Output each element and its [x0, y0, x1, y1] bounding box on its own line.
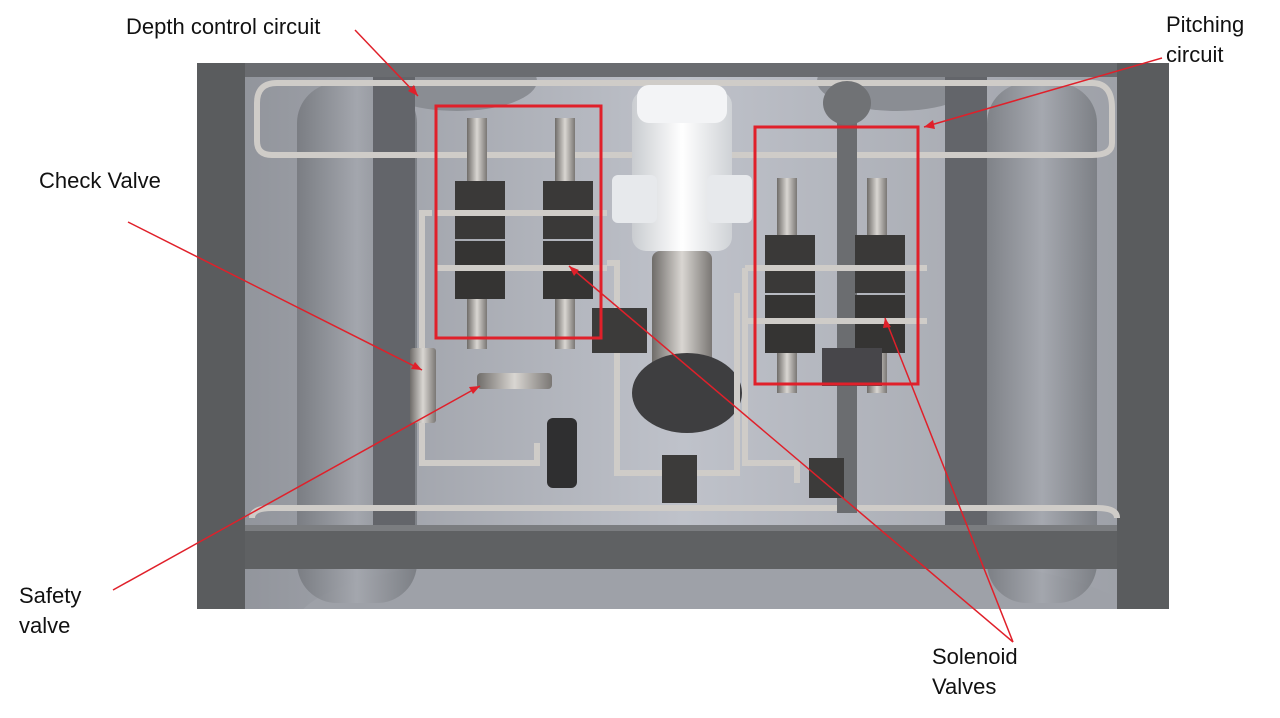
label-solenoid-line2: Valves: [932, 672, 1018, 702]
manifold-block-2: [662, 455, 697, 503]
manifold-block-3: [809, 458, 844, 498]
label-pitching-line2: circuit: [1166, 40, 1244, 70]
filter-cap: [637, 85, 727, 123]
filter-bracket-left: [612, 175, 657, 223]
label-depth-control-circuit: Depth control circuit: [126, 12, 320, 42]
frame-left-inner: [373, 63, 415, 563]
frame-bottom-beam: [245, 525, 1117, 569]
frame-bottom-beam-edge: [245, 525, 1117, 531]
pitching-post: [837, 103, 857, 513]
frame-right-inner: [945, 63, 987, 563]
manifold-block-1: [592, 308, 647, 353]
label-safety-line2: valve: [19, 611, 81, 641]
label-pitching-line1: Pitching: [1166, 10, 1244, 40]
label-solenoid-valves: Solenoid Valves: [932, 642, 1018, 702]
label-solenoid-line1: Solenoid: [932, 642, 1018, 672]
filter-bracket-right: [707, 175, 752, 223]
pressure-gauge: [547, 418, 577, 488]
frame-left-outer: [197, 63, 245, 609]
label-check-valve: Check Valve: [39, 166, 161, 196]
frame-top-bar: [245, 63, 1117, 77]
pitching-top: [823, 81, 871, 125]
check-valve-body: [410, 348, 436, 423]
label-pitching-circuit: Pitching circuit: [1166, 10, 1244, 70]
hydraulic-assembly-render: [197, 63, 1169, 609]
label-safety-line1: Safety: [19, 581, 81, 611]
frame-right-outer: [1117, 63, 1169, 609]
label-safety-valve: Safety valve: [19, 581, 81, 641]
safety-valve-body: [477, 373, 552, 389]
motor: [632, 353, 742, 433]
